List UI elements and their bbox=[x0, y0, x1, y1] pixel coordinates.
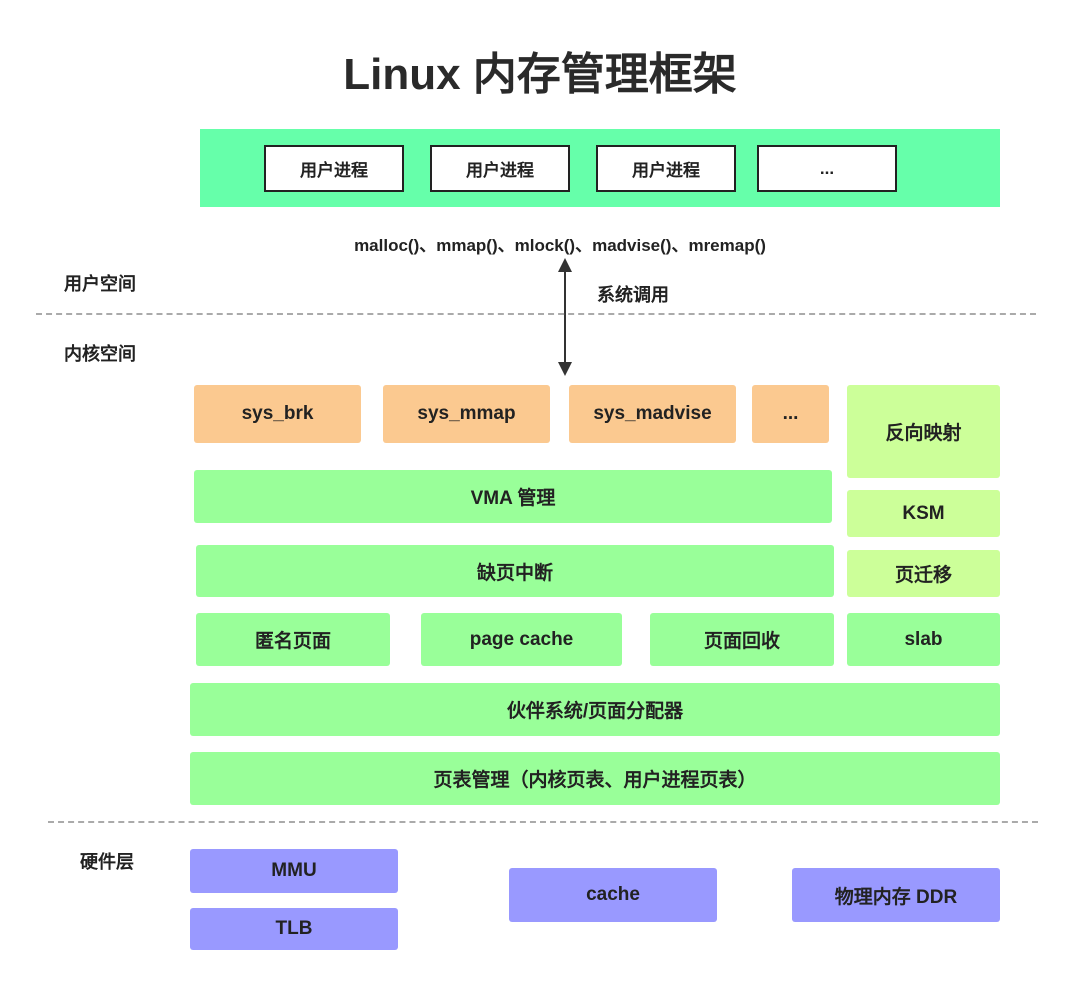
sys-brk-box: sys_brk bbox=[194, 385, 361, 443]
user-process-box: 用户进程 bbox=[264, 145, 404, 192]
syscall-arrow bbox=[558, 258, 572, 376]
vma-management-box: VMA 管理 bbox=[194, 470, 832, 523]
sys-mmap-box: sys_mmap bbox=[383, 385, 550, 443]
user-space-label: 用户空间 bbox=[64, 274, 136, 294]
page-cache-box: page cache bbox=[421, 613, 622, 666]
physical-memory-box: 物理内存 DDR bbox=[792, 868, 1000, 922]
syscall-arrow-label: 系统调用 bbox=[597, 285, 669, 305]
user-process-box: 用户进程 bbox=[596, 145, 736, 192]
reverse-map-box: 反向映射 bbox=[847, 385, 1000, 478]
anonymous-pages-box: 匿名页面 bbox=[196, 613, 390, 666]
kernel-space-label: 内核空间 bbox=[64, 344, 136, 364]
diagram-title: Linux 内存管理框架 bbox=[343, 50, 737, 99]
user-process-ellipsis: ... bbox=[757, 145, 897, 192]
syscall-list: malloc()、mmap()、mlock()、madvise()、mremap… bbox=[354, 236, 766, 255]
page-table-box: 页表管理（内核页表、用户进程页表） bbox=[190, 752, 1000, 805]
page-migration-box: 页迁移 bbox=[847, 550, 1000, 597]
hardware-layer-label: 硬件层 bbox=[80, 852, 134, 872]
sys-ellipsis-box: ... bbox=[752, 385, 829, 443]
slab-box: slab bbox=[847, 613, 1000, 666]
kernel-hardware-divider bbox=[48, 821, 1038, 823]
ksm-box: KSM bbox=[847, 490, 1000, 537]
cache-box: cache bbox=[509, 868, 717, 922]
page-reclaim-box: 页面回收 bbox=[650, 613, 834, 666]
tlb-box: TLB bbox=[190, 908, 398, 950]
user-process-box: 用户进程 bbox=[430, 145, 570, 192]
sys-madvise-box: sys_madvise bbox=[569, 385, 736, 443]
page-fault-box: 缺页中断 bbox=[196, 545, 834, 597]
buddy-allocator-box: 伙伴系统/页面分配器 bbox=[190, 683, 1000, 736]
mmu-box: MMU bbox=[190, 849, 398, 893]
user-kernel-divider bbox=[36, 313, 1036, 315]
